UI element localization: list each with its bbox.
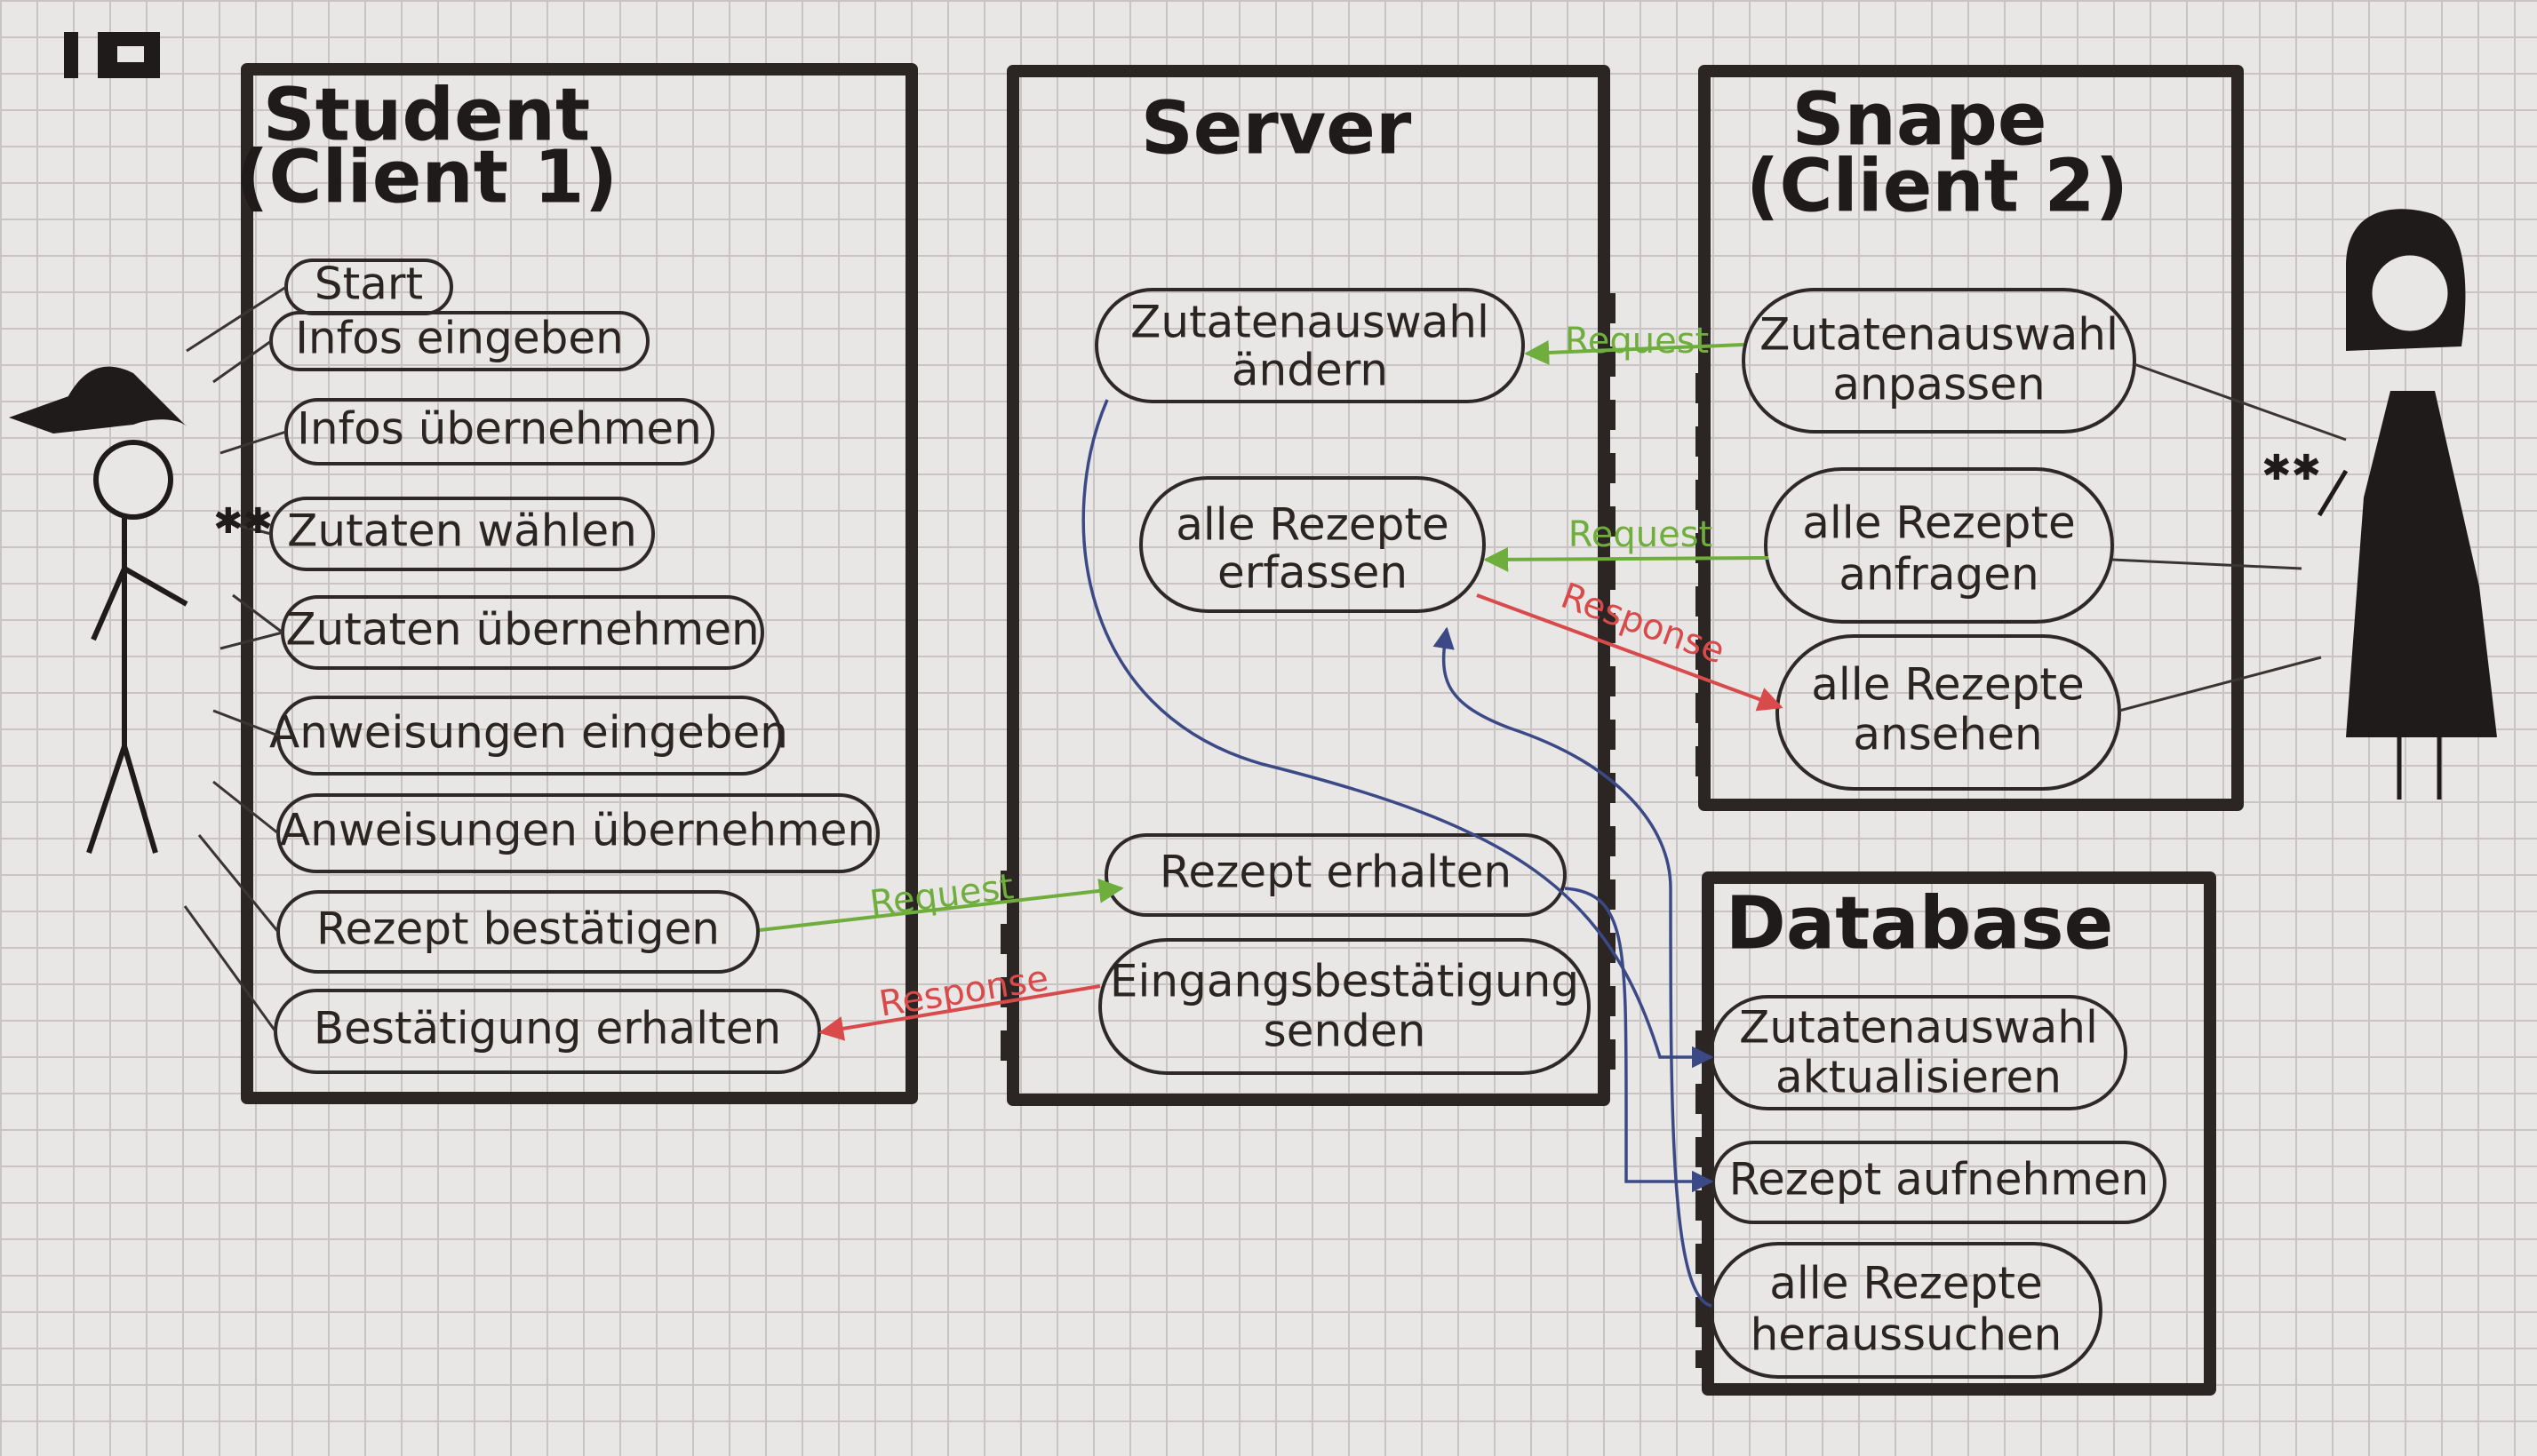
request-arrow-alle-rezepte [1483,546,1769,572]
use-case-label: ansehen [1853,709,2042,760]
use-case-label: senden [1264,1006,1426,1057]
use-case-label: Rezept bestätigen [316,903,720,955]
use-case-label: Infos übernehmen [297,403,702,455]
student-subtitle: (Client 1) [235,135,618,219]
database-title: Database [1726,881,2113,966]
logo-bar [64,32,78,78]
use-case-label: alle Rezepte [1769,1258,2042,1309]
student-left-leg [86,745,127,854]
student-right-leg [122,745,158,854]
use-case-alle-rezepte-heraussuchen [1710,1242,2102,1379]
use-case-alle-rezepte-anfragen [1764,467,2114,624]
request-label: Request [1568,514,1712,555]
database-lane-box [1702,871,2216,1396]
use-case-eingangsbestaetigung-senden [1098,938,1591,1075]
student-associations [183,285,287,1032]
student-actor: ✱✱ [9,366,273,854]
sparkle-icon: ✱✱ [2262,448,2321,489]
use-case-label: Start [315,259,423,310]
snape-head [2367,251,2453,336]
use-case-label: Rezept erhalten [1160,847,1512,898]
logo [64,32,160,78]
server-use-cases: Zutatenauswahl ändern alle Rezepte erfas… [1095,288,1591,1075]
use-case-zutatenauswahl-anpassen [1742,288,2136,434]
student-use-cases: Start Infos eingeben Infos übernehmen Zu… [269,259,880,1074]
use-case-label: Anweisungen eingeben [269,707,788,759]
use-case-label: Zutatenauswahl [1739,1002,2098,1054]
link-rezept-aufnehmen [1564,887,1714,1193]
sparkle-icon: ✱✱ [213,501,273,542]
use-case-label: Infos eingeben [295,313,624,364]
use-case-label: Zutaten übernehmen [285,604,759,656]
snape-arm [2317,469,2349,517]
snape-use-cases: Zutatenauswahl anpassen alle Rezepte anf… [1742,288,2136,791]
student-head [93,440,173,520]
logo-cutout [117,46,144,62]
student-lane-box [241,63,918,1104]
snape-robe [2346,391,2497,737]
use-case-label: anfragen [1839,549,2038,601]
request-arrow-rezept [759,878,1124,932]
use-case-label: Zutatenauswahl [1130,297,1489,348]
use-case-label: Zutatenauswahl [1759,309,2118,361]
use-case-label: ändern [1232,345,1388,396]
snape-associations [2111,362,2347,712]
student-title: Student [263,73,591,157]
use-case-label: Eingangsbestätigung [1110,956,1579,1007]
use-case-label: Anweisungen übernehmen [280,805,875,856]
use-case-alle-rezepte-ansehen [1775,634,2121,791]
server-lane-box [1007,65,1610,1106]
use-case-label: alle Rezepte [1176,499,1448,551]
request-label: Request [867,866,1016,924]
use-case-label: alle Rezepte [1811,659,2084,711]
link-alle-rezepte-heraussuchen [1432,626,1712,1308]
use-case-label: aktualisieren [1775,1052,2062,1103]
use-case-alle-rezepte-erfassen [1139,476,1486,613]
server-title: Server [1141,86,1412,171]
witch-hat-crown [53,366,133,434]
use-case-label: erfassen [1217,547,1408,599]
request-label: Request [1565,321,1709,362]
database-use-cases: Zutatenauswahl aktualisieren Rezept aufn… [1710,995,2166,1379]
response-label: Response [876,958,1051,1024]
use-case-label: heraussuchen [1751,1309,2062,1361]
snape-subtitle: (Client 2) [1746,144,2128,228]
snape-actor: ✱✱ [2262,209,2497,800]
use-case-label: Rezept aufnehmen [1729,1154,2150,1205]
snape-title: Snape [1791,77,2046,162]
use-case-label: Zutaten wählen [287,505,637,557]
use-case-zutatenauswahl-aendern [1095,288,1525,403]
use-case-rezept-erhalten [1105,833,1567,917]
use-case-label: Bestätigung erhalten [314,1003,781,1054]
student-left-arm [91,567,127,641]
student-right-arm [123,566,188,607]
request-arrow-zutatenauswahl [1524,339,1744,365]
response-arrow-bestaetigung [818,984,1101,1041]
use-case-label: alle Rezepte [1802,497,2075,549]
database-links [1081,399,1714,1308]
response-arrow-alle-rezepte [1476,593,1783,712]
use-case-label: anpassen [1832,359,2045,410]
link-zutatenauswahl-aktualisieren [1081,399,1714,1069]
